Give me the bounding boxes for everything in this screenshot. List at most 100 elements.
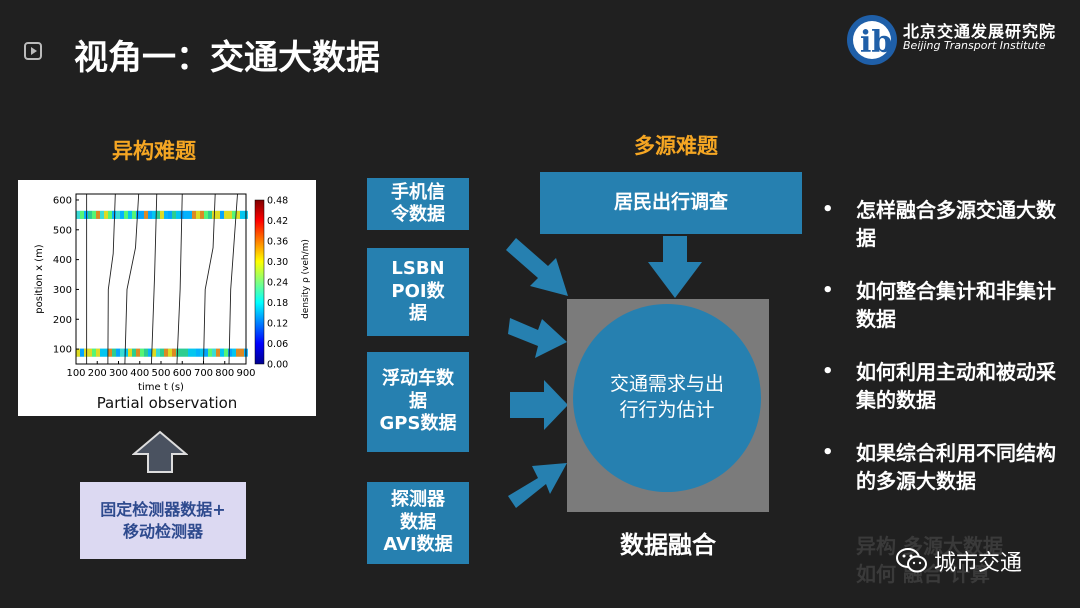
band-cell [172,210,176,219]
band-cell [180,348,184,357]
question-item: 如果综合利用不同结构的多源大数据 [822,439,1062,493]
x-tick-label: 100 [66,368,85,379]
band-cell [232,348,236,357]
band-cell [160,210,164,219]
band-cell [92,210,96,219]
vehicle-trajectory [150,193,158,365]
band-cell [140,348,144,357]
survey-box: 居民出行调查 [540,172,802,234]
down-arrow-icon [648,236,702,298]
band-cell [184,348,188,357]
watermark-text: 城市交通 [934,551,1023,576]
page-title: 视角一：交通大数据 [74,38,380,78]
x-tick-label: 300 [109,368,128,379]
colorbar [254,199,265,365]
band-cell [104,348,108,357]
band-cell [172,348,176,357]
band-cell [156,210,160,219]
svg-text:ib: ib [860,25,892,60]
play-icon[interactable] [24,42,42,60]
y-tick-label: 200 [53,315,72,326]
colorbar-tick-label: 0.48 [267,196,288,207]
band-cell [188,348,192,357]
band-cell [88,348,92,357]
source-label-poi: LSBN POI数 据 [391,258,445,325]
y-axis-label: position x (m) [34,244,45,314]
band-cell [144,348,148,357]
band-cell [208,348,212,357]
band-cell [108,348,112,357]
band-cell [212,348,216,357]
band-cell [200,348,204,357]
band-cell [112,210,116,219]
band-cell [124,348,128,357]
detector-data-label: 固定检测器数据+ 移动检测器 [100,499,226,541]
band-cell [228,348,232,357]
band-cell [224,210,228,219]
band-cell [192,348,196,357]
heterogeneity-heading: 异构难题 [112,139,196,163]
band-cell [200,210,204,219]
x-tick-label: 900 [236,368,255,379]
source-box-poi: LSBN POI数 据 [367,248,469,336]
x-tick-label: 700 [194,368,213,379]
band-cell [164,348,168,357]
arrow-icon-2 [508,318,567,358]
x-tick-label: 600 [173,368,192,379]
vehicle-trajectory [203,193,216,365]
band-cell [164,210,168,219]
band-cell [128,210,132,219]
band-cell [208,210,212,219]
y-tick-label: 600 [53,195,72,206]
logo-chinese-name: 北京交通发展研究院 [903,22,1057,41]
band-cell [220,348,224,357]
band-cell [152,348,156,357]
band-cell [236,210,240,219]
band-cell [80,210,84,219]
band-cell [136,348,140,357]
band-cell [204,348,208,357]
band-cell [84,210,88,219]
band-cell [168,348,172,357]
colorbar-tick-label: 0.06 [267,339,288,350]
x-tick-label: 400 [130,368,149,379]
x-tick-label: 200 [88,368,107,379]
band-cell [176,210,180,219]
colorbar-tick-label: 0.36 [267,237,288,248]
vehicle-trajectory [107,193,116,365]
source-label-gps: 浮动车数 据 GPS数据 [379,368,457,435]
source-box-gps: 浮动车数 据 GPS数据 [367,352,469,452]
band-cell [96,348,100,357]
band-cell [236,348,240,357]
band-cell [152,210,156,219]
band-cell [120,348,124,357]
vehicle-trajectory [228,193,238,365]
band-cell [124,210,128,219]
arrow-icon-3 [510,380,568,430]
arrow-icon-4 [508,463,567,508]
x-tick-label: 500 [151,368,170,379]
band-cell [108,210,112,219]
institute-logo: ib [847,15,897,65]
band-cell [76,210,80,219]
estimation-label: 交通需求与出 行行为估计 [609,373,724,421]
band-cell [84,348,88,357]
x-axis-label: time t (s) [138,382,184,393]
band-cell [216,348,220,357]
colorbar-tick-label: 0.24 [267,278,288,289]
watermark: 城市交通 [896,545,1022,577]
colorbar-label: density ρ (veh/m) [301,239,311,319]
y-tick-label: 100 [53,345,72,356]
wechat-icon [896,548,927,573]
question-item: 如何整合集计和非集计数据 [822,277,1062,331]
band-cell [148,210,152,219]
colorbar-tick-label: 0.42 [267,216,288,227]
band-cell [240,348,244,357]
band-cell [100,210,104,219]
band-cell [112,348,116,357]
band-cell [140,210,144,219]
up-arrow-icon [132,430,188,473]
band-cell [176,348,180,357]
